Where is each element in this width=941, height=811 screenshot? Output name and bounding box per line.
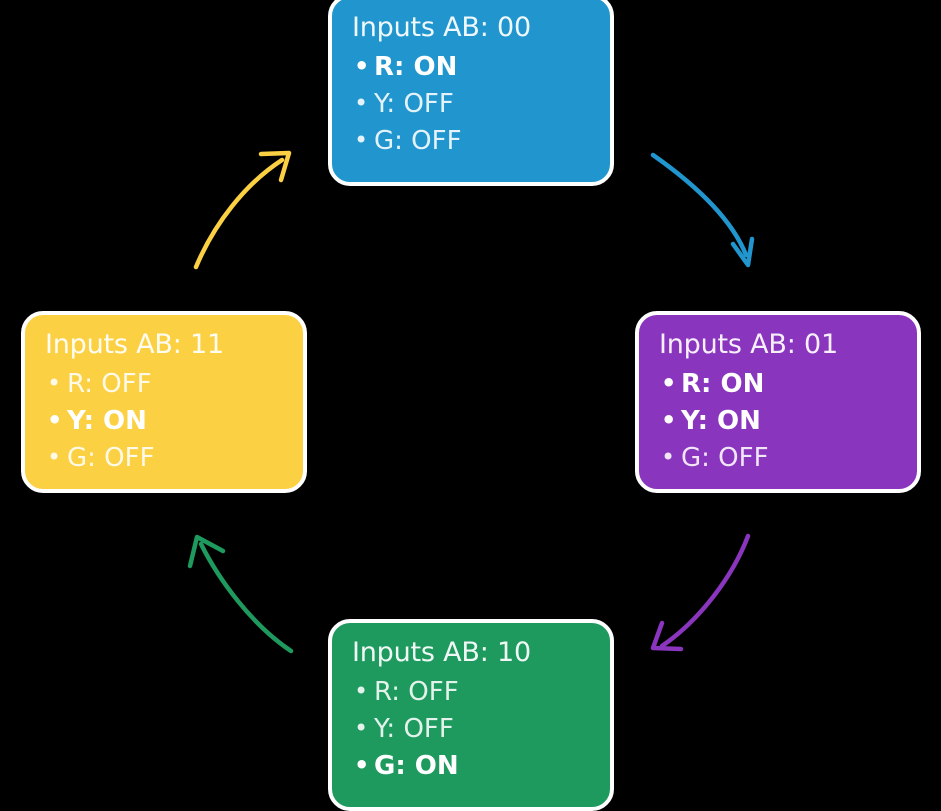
arrow-11-to-00 [193, 150, 292, 270]
state-node-00-signal-r: R: ON [352, 48, 592, 86]
state-node-10-signal-r: R: OFF [352, 673, 592, 711]
state-node-00[interactable]: Inputs AB: 00 R: ON Y: OFF G: OFF [328, 0, 614, 186]
arrow-01-to-10 [650, 533, 751, 652]
state-node-10-signal-y: Y: OFF [352, 710, 592, 748]
state-node-10-signal-list: R: OFF Y: OFF G: ON [352, 673, 592, 785]
arrow-00-to-01 [650, 152, 755, 268]
state-node-10-signal-g: G: ON [352, 747, 592, 785]
state-node-11-signal-y: Y: ON [45, 402, 285, 440]
state-node-11-title: Inputs AB: 11 [45, 329, 224, 360]
state-node-00-signal-list: R: ON Y: OFF G: OFF [352, 48, 592, 160]
state-node-00-signal-g: G: OFF [352, 122, 592, 160]
state-node-01-signal-r: R: ON [659, 365, 899, 403]
state-node-11[interactable]: Inputs AB: 11 R: OFF Y: ON G: OFF [21, 311, 307, 493]
state-node-01[interactable]: Inputs AB: 01 R: ON Y: ON G: OFF [635, 311, 921, 493]
state-node-10-title: Inputs AB: 10 [352, 637, 531, 668]
state-node-00-title: Inputs AB: 00 [352, 12, 531, 43]
state-node-11-signal-g: G: OFF [45, 439, 285, 477]
state-node-01-signal-g: G: OFF [659, 439, 899, 477]
state-node-01-title: Inputs AB: 01 [659, 329, 838, 360]
state-node-10[interactable]: Inputs AB: 10 R: OFF Y: OFF G: ON [328, 619, 614, 811]
state-node-01-signal-list: R: ON Y: ON G: OFF [659, 365, 899, 477]
arrow-10-to-11 [187, 534, 294, 654]
state-node-01-signal-y: Y: ON [659, 402, 899, 440]
state-node-11-signal-list: R: OFF Y: ON G: OFF [45, 365, 285, 477]
state-node-11-signal-r: R: OFF [45, 365, 285, 403]
state-node-00-signal-y: Y: OFF [352, 85, 592, 123]
